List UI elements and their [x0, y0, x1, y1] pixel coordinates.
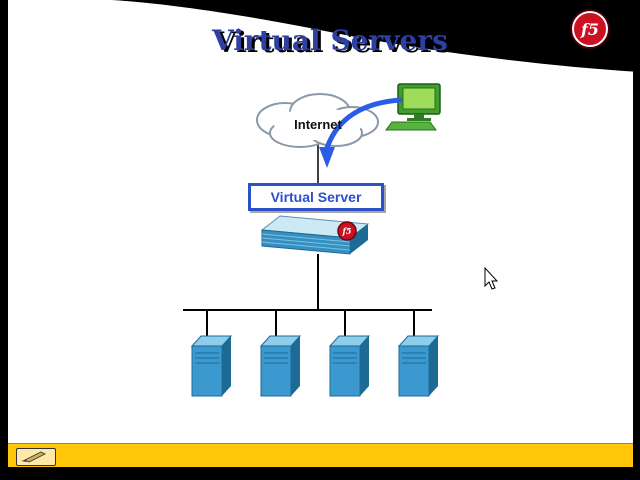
client-computer-icon [385, 83, 441, 131]
server-icon [190, 335, 233, 397]
f5-appliance-icon: f5 [260, 215, 370, 255]
frame-left [0, 0, 8, 480]
internet-label: Internet [294, 117, 342, 132]
server-icon [397, 335, 440, 397]
appliance-badge: f5 [341, 226, 351, 236]
pencil-icon [21, 451, 46, 463]
virtual-server-label: Virtual Server [270, 189, 362, 205]
presenter-toolbar [8, 443, 633, 468]
server-icon [259, 335, 302, 397]
virtual-server-node: Virtual Server [248, 183, 384, 211]
f5-logo-text: f5 [580, 19, 599, 39]
request-arrow-icon [319, 97, 403, 168]
f5-logo: f5 [572, 11, 608, 47]
annotation-pen-button[interactable] [16, 448, 56, 466]
frame-right [633, 0, 640, 480]
page-title: Virtual Servers [212, 24, 448, 57]
server-icon [328, 335, 371, 397]
frame-bottom [0, 467, 640, 480]
mouse-cursor-icon [484, 266, 499, 290]
bus-lines [183, 254, 432, 336]
